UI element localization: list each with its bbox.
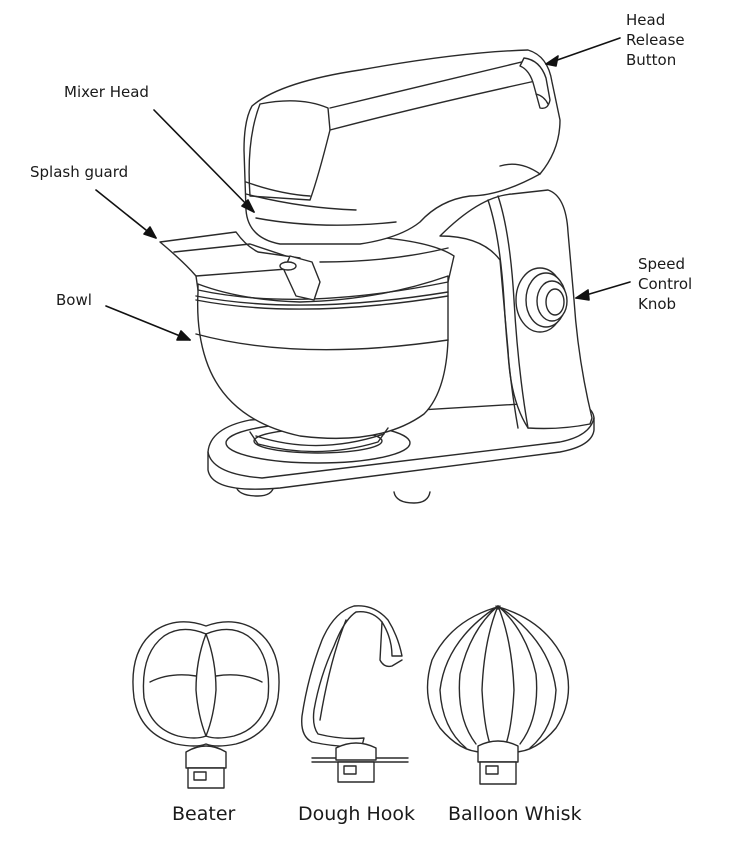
mixer-head	[244, 50, 560, 244]
caption-dough-hook: Dough Hook	[298, 803, 415, 825]
arrow-mixer-head	[154, 110, 254, 212]
balloon-whisk-attachment	[428, 606, 569, 784]
arrow-splash-guard	[96, 190, 156, 238]
splash-guard	[160, 232, 454, 300]
head-release-button	[520, 58, 550, 108]
label-splash-guard: Splash guard	[30, 163, 129, 181]
label-mixer-head: Mixer Head	[64, 83, 149, 101]
arrow-head-release	[546, 38, 620, 66]
stand-mixer	[160, 50, 594, 503]
callout-arrows	[96, 38, 630, 340]
label-bowl: Bowl	[56, 291, 92, 309]
label-speed-control-knob: Speed Control Knob	[638, 255, 693, 313]
dough-hook-attachment	[302, 606, 408, 782]
caption-beater: Beater	[172, 803, 236, 825]
arrow-bowl	[106, 306, 190, 340]
mixer-column	[440, 190, 592, 429]
caption-balloon-whisk: Balloon Whisk	[448, 803, 582, 825]
speed-control-knob	[516, 268, 567, 332]
mixer-bowl	[196, 276, 448, 452]
beater-attachment	[133, 622, 279, 788]
label-head-release-button: Head Release Button	[626, 11, 685, 69]
arrow-speed-knob	[576, 282, 630, 300]
